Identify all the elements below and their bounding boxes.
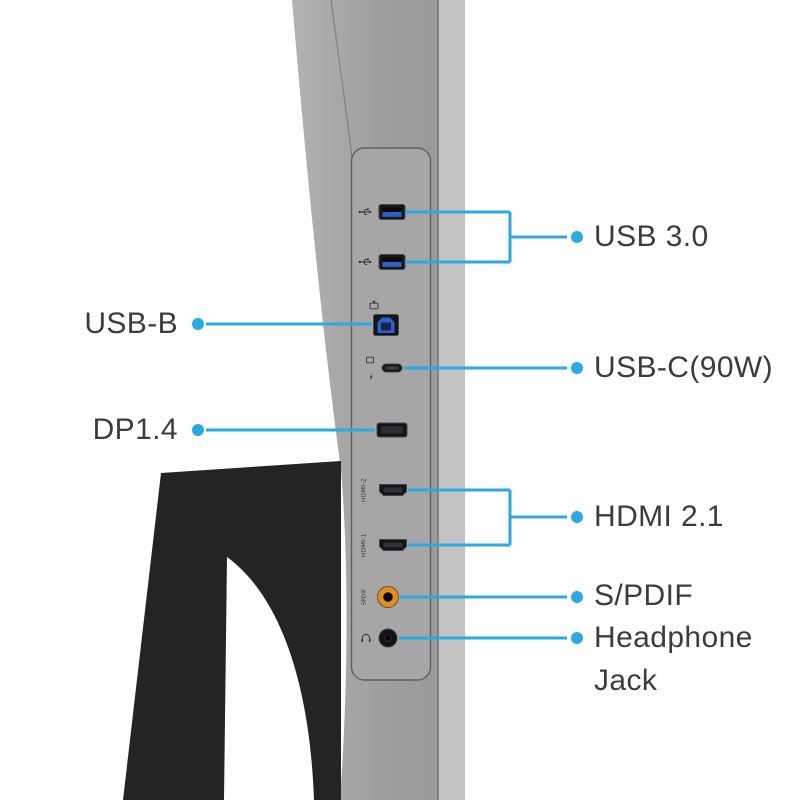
usb-trident-icon-2 [358, 258, 372, 266]
label-headphone-line2: Jack [594, 664, 658, 697]
bezel-seam-line [330, 0, 353, 159]
spdif-port [377, 586, 399, 608]
label-usb-c: USB-C(90W) [594, 351, 774, 384]
label-hdmi: HDMI 2.1 [594, 500, 724, 533]
monitor-silhouette [123, 0, 465, 800]
label-dp: DP1.4 [92, 413, 178, 446]
headphone-icon [361, 633, 371, 642]
usb-trident-icon-1 [358, 208, 372, 216]
port-recess-panel [350, 147, 432, 681]
usb-a-port-2 [378, 254, 406, 270]
headphone-port [378, 628, 398, 648]
dp-dot [192, 424, 204, 436]
label-usb-b: USB-B [84, 307, 178, 340]
dp-port [376, 422, 408, 438]
hdmi-bracket-line [408, 488, 567, 547]
usbb-dot [192, 318, 204, 330]
hdmi2-marking: HDMI-2 [361, 478, 368, 502]
ports: HDMI-2 HDMI-1 SPDIF [358, 204, 408, 648]
pc-upstream-icon [369, 300, 379, 310]
usb-c-port [381, 363, 403, 373]
stand-gap [224, 557, 314, 800]
usb-a-port-1 [378, 204, 406, 220]
hdmi-port-1 [379, 539, 407, 551]
usb30-bracket-line [405, 210, 567, 264]
label-usb30: USB 3.0 [594, 220, 709, 253]
usb-b-port [373, 314, 399, 336]
headphone-dot [571, 632, 583, 644]
lightning-icon [369, 373, 373, 381]
hdmi-port-2 [379, 484, 407, 496]
usbc-dot [571, 362, 583, 374]
spdif-dot [571, 591, 583, 603]
callout-lines [192, 210, 583, 644]
spdif-marking: SPDIF [362, 589, 368, 606]
side-edge-strip [438, 0, 465, 800]
label-spdif: S/PDIF [594, 579, 694, 612]
hdmi-dot [571, 511, 583, 523]
usb30-dot [571, 231, 583, 243]
label-headphone-line1: Headphone [594, 621, 753, 654]
hdmi1-marking: HDMI-1 [361, 533, 368, 557]
display-icon [366, 356, 374, 364]
